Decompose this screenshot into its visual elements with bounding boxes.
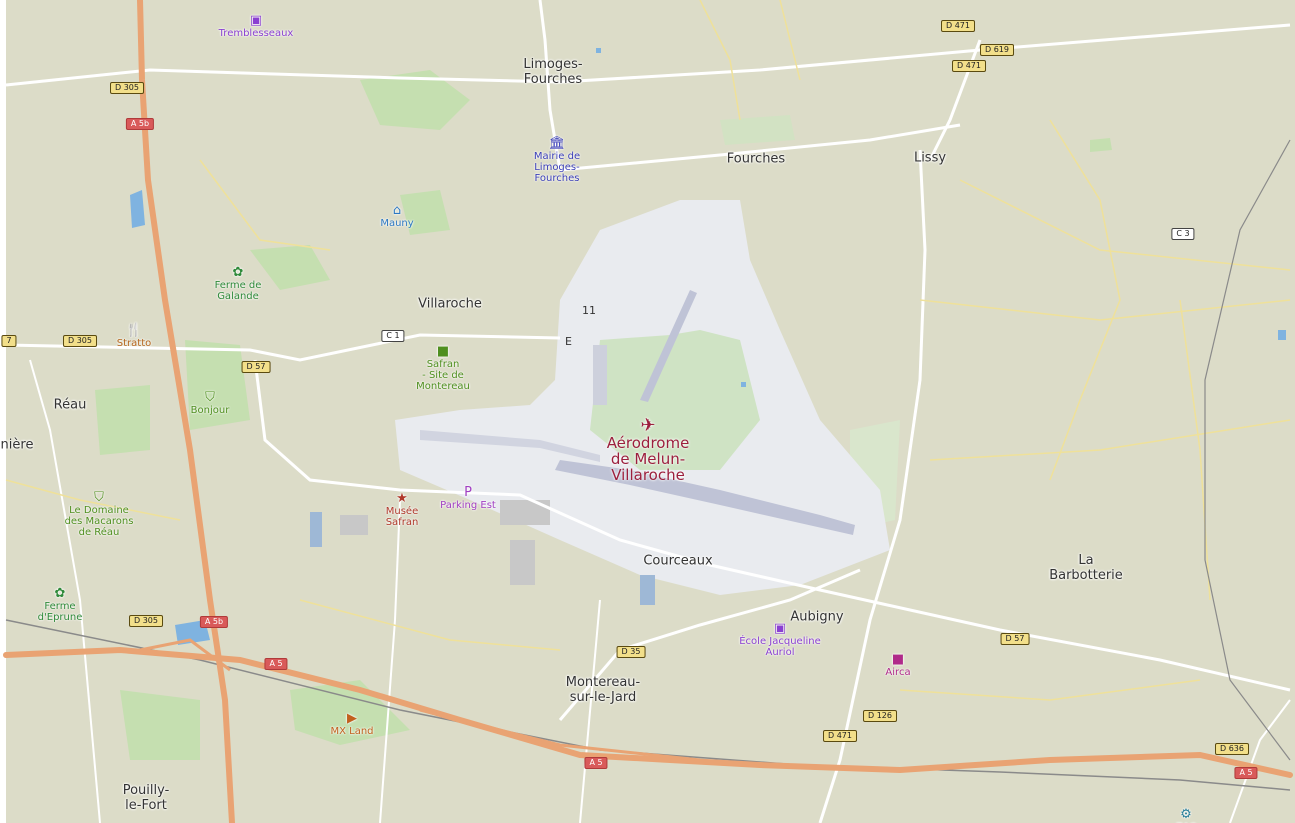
poi-mauny[interactable]: ⌂Mauny — [380, 204, 413, 229]
poi-label: Safran - Site de Montereau — [416, 359, 470, 392]
road-shield: D 57 — [1000, 633, 1030, 645]
road-shield: D 305 — [129, 615, 163, 627]
road-shield: C 3 — [1171, 228, 1195, 240]
poi-label: Ferme d'Eprune — [37, 601, 83, 623]
poi-bonjour[interactable]: ⛉Bonjour — [191, 391, 230, 416]
road-shield: D 471 — [952, 60, 986, 72]
road-shield: A 5b — [125, 118, 155, 130]
green-areas — [95, 70, 1112, 760]
place-label-lissy[interactable]: Lissy — [913, 150, 947, 166]
runway-label: E — [565, 335, 572, 348]
poi-safran-site[interactable]: ■Safran - Site de Montereau — [416, 345, 470, 392]
road-shield: D 471 — [941, 20, 975, 32]
poi-label: Ferme de Galande — [214, 280, 262, 302]
poi-label: Mauny — [380, 218, 414, 229]
road-shield: A 5b — [199, 616, 229, 628]
road-shield: D 619 — [980, 44, 1014, 56]
railway-east — [1204, 139, 1291, 761]
place-label-niere[interactable]: nière — [0, 437, 34, 453]
motorways — [3, 0, 1293, 823]
poi-label: Stratto — [116, 338, 152, 349]
place-label-limoges-fourches[interactable]: Limoges- Fourches — [523, 57, 583, 87]
poi-label: Musée Safran — [385, 506, 419, 528]
left-border — [0, 0, 6, 823]
poi-tremblesseaux[interactable]: ▣Tremblesseaux — [219, 14, 294, 39]
poi-ferme-eprune[interactable]: ✿Ferme d'Eprune — [38, 587, 83, 623]
poi-ecole[interactable]: ▣École Jacqueline Auriol — [739, 622, 821, 658]
runway-label: 11 — [582, 304, 596, 317]
poi-stratto[interactable]: 🍴Stratto — [117, 324, 151, 349]
airport-label[interactable]: ✈ Aérodrome de Melun- Villaroche — [606, 415, 690, 484]
star-icon: ★ — [396, 491, 408, 506]
poi-label: Le Domaine des Macarons de Réau — [64, 505, 134, 538]
place-label-montereau[interactable]: Montereau- sur-le-Jard — [565, 675, 641, 705]
poi-macarons[interactable]: ⛉Le Domaine des Macarons de Réau — [65, 491, 134, 538]
poi-label: Parking Est — [440, 500, 496, 511]
road-shield: D 305 — [63, 335, 97, 347]
airplane-icon: ✈ — [640, 415, 656, 436]
motorway-secondary — [139, 638, 701, 762]
place-label-aubigny[interactable]: Aubigny — [790, 609, 844, 625]
farm-icon: ✿ — [54, 586, 66, 601]
poi-musee-safran[interactable]: ★Musée Safran — [386, 492, 419, 528]
road-shield: D 35 — [616, 646, 646, 658]
poi-label: MX Land — [330, 726, 374, 737]
poi-mx-land[interactable]: ▶MX Land — [330, 712, 373, 737]
place-label-pouilly[interactable]: Pouilly- le-Fort — [122, 783, 170, 813]
road-shield: D 471 — [823, 730, 857, 742]
shopping-bag-icon: ■ — [891, 652, 905, 667]
place-label-villaroche[interactable]: Villaroche — [418, 296, 482, 312]
poi-label: Bonjour — [190, 405, 230, 416]
farm-icon: ✿ — [232, 265, 244, 280]
poi-label: Tremblesseaux — [218, 28, 294, 39]
poi-zac[interactable]: ⚙ZAC — [1176, 808, 1197, 823]
poi-airca[interactable]: ■Airca — [885, 653, 910, 678]
poi-label: École Jacqueline Auriol — [739, 636, 821, 658]
place-label-courceaux[interactable]: Courceaux — [643, 553, 713, 569]
road-shield: D 126 — [863, 710, 897, 722]
road-shield: A 5 — [264, 658, 288, 670]
bus-icon: ▣ — [249, 13, 263, 28]
town-hall-icon: 🏛 — [548, 136, 566, 151]
road-shield: D 305 — [110, 82, 144, 94]
poi-mairie[interactable]: 🏛Mairie de Limoges- Fourches — [534, 137, 580, 184]
flag-icon: ▶ — [346, 711, 357, 726]
road-shield: A 5 — [1234, 767, 1258, 779]
place-label-reau[interactable]: Réau — [53, 397, 87, 413]
poi-label: Airca — [885, 667, 911, 678]
secondary-roads — [5, 0, 1291, 701]
road-shield: 7 — [1, 335, 17, 347]
railway — [5, 619, 1291, 791]
place-label-la-barbotterie[interactable]: La Barbotterie — [1049, 553, 1123, 583]
road-shield: D 636 — [1215, 743, 1249, 755]
buildings — [310, 345, 655, 605]
road-shield: C 1 — [381, 330, 405, 342]
airport-name: Aérodrome de Melun- Villaroche — [606, 434, 690, 484]
house-icon: ⌂ — [392, 203, 402, 218]
briefcase-icon: ■ — [436, 344, 450, 359]
poi-ferme-galande[interactable]: ✿Ferme de Galande — [215, 266, 262, 302]
minor-roads — [5, 0, 1291, 823]
gear-icon: ⚙ — [1180, 807, 1192, 822]
road-shield: D 57 — [241, 361, 271, 373]
road-shield: A 5 — [584, 757, 608, 769]
poi-label: Mairie de Limoges- Fourches — [533, 151, 581, 184]
school-icon: ▣ — [773, 621, 787, 636]
shop-basket-icon: ⛉ — [205, 390, 215, 405]
parking-icon: P — [464, 485, 472, 500]
place-label-fourches[interactable]: Fourches — [726, 151, 786, 167]
shop-basket-icon: ⛉ — [94, 490, 104, 505]
restaurant-icon: 🍴 — [125, 323, 143, 338]
